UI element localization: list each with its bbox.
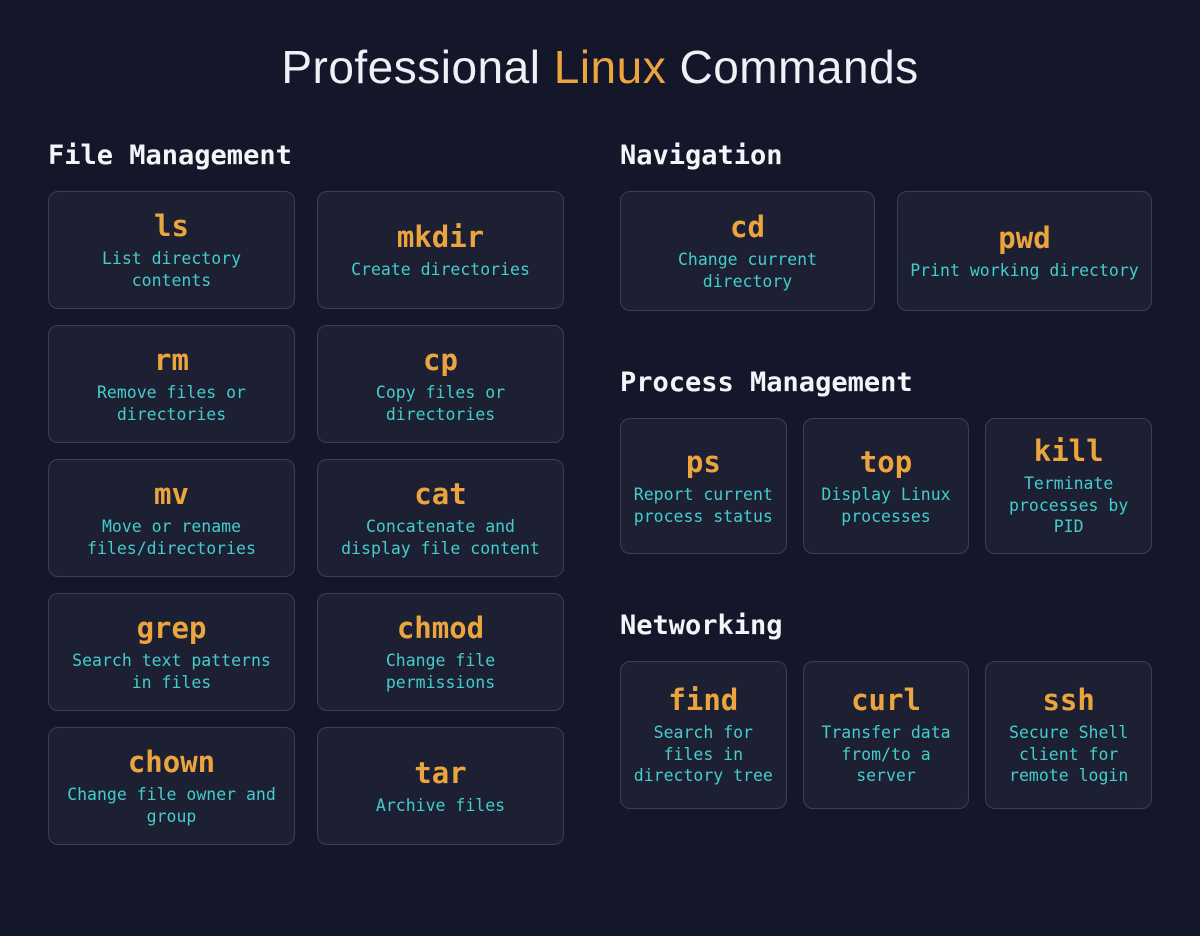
- command-name-chmod: chmod: [396, 610, 485, 645]
- command-name-ssh: ssh: [1042, 682, 1095, 717]
- section-header-process-management: Process Management: [620, 367, 913, 398]
- command-name-cp: cp: [423, 342, 458, 377]
- command-name-curl: curl: [851, 682, 921, 717]
- card-rm: rm Remove files or directories: [48, 325, 295, 443]
- card-curl: curl Transfer data from/to a server: [802, 661, 970, 809]
- card-kill: kill Terminate processes by PID: [985, 418, 1152, 554]
- command-desc-cat: Concatenate and display file content: [341, 516, 540, 558]
- command-name-pwd: pwd: [998, 220, 1051, 255]
- command-desc-pwd: Print working directory: [910, 260, 1139, 280]
- command-name-rm: rm: [154, 342, 189, 377]
- card-ls: ls List directory contents: [48, 191, 295, 309]
- command-name-cd: cd: [730, 209, 765, 244]
- command-desc-ls: List directory contents: [101, 248, 242, 290]
- command-name-grep: grep: [136, 610, 207, 645]
- card-grep: grep Search text patterns in files: [48, 593, 295, 711]
- section-header-navigation: Navigation: [620, 140, 783, 171]
- command-name-ls: ls: [154, 208, 189, 243]
- command-desc-kill: Terminate processes by PID: [1009, 473, 1129, 537]
- file-management-section: File Management ls List directory conten…: [48, 140, 564, 845]
- title-highlight: Linux: [553, 41, 667, 93]
- command-name-tar: tar: [414, 755, 467, 790]
- section-header-file-management: File Management: [48, 140, 292, 171]
- command-name-top: top: [859, 444, 913, 479]
- card-cp: cp Copy files or directories: [317, 325, 564, 443]
- title-pre: Professional: [281, 41, 541, 93]
- command-desc-cp: Copy files or directories: [375, 382, 506, 424]
- section-header-networking: Networking: [620, 610, 783, 641]
- command-desc-ps: Report current process status: [633, 484, 773, 526]
- card-mkdir: mkdir Create directories: [317, 191, 564, 309]
- command-desc-mv: Move or rename files/directories: [87, 516, 256, 558]
- command-name-mv: mv: [154, 476, 189, 511]
- navigation-grid: cd Change current directory pwd Print wo…: [620, 191, 1152, 311]
- process-management-grid: ps Report current process status top Dis…: [620, 418, 1152, 554]
- title-post: Commands: [679, 41, 919, 93]
- command-desc-ssh: Secure Shell client for remote login: [1009, 722, 1129, 786]
- card-chmod: chmod Change file permissions: [317, 593, 564, 711]
- command-desc-curl: Transfer data from/to a server: [821, 722, 951, 786]
- card-cat: cat Concatenate and display file content: [317, 459, 564, 577]
- command-desc-top: Display Linux processes: [821, 484, 951, 526]
- command-name-mkdir: mkdir: [396, 219, 485, 254]
- command-name-kill: kill: [1033, 433, 1104, 468]
- command-desc-find: Search for files in directory tree: [633, 722, 773, 786]
- process-management-section: Process Management ps Report current pro…: [620, 367, 1152, 554]
- right-column: Navigation cd Change current directory p…: [620, 140, 1152, 809]
- command-desc-tar: Archive files: [375, 795, 506, 815]
- content-columns: File Management ls List directory conten…: [0, 140, 1200, 845]
- command-name-chown: chown: [127, 744, 216, 779]
- navigation-section: Navigation cd Change current directory p…: [620, 140, 1152, 311]
- file-management-grid: ls List directory contents mkdir Create …: [48, 191, 564, 845]
- command-desc-grep: Search text patterns in files: [72, 650, 271, 692]
- page-title: Professional Linux Commands: [0, 40, 1200, 94]
- command-desc-cd: Change current directory: [677, 249, 818, 291]
- card-pwd: pwd Print working directory: [897, 191, 1152, 311]
- card-chown: chown Change file owner and group: [48, 727, 295, 845]
- networking-section: Networking find Search for files in dire…: [620, 610, 1152, 809]
- card-top: top Display Linux processes: [802, 418, 970, 554]
- card-find: find Search for files in directory tree: [620, 661, 787, 809]
- command-name-find: find: [668, 682, 739, 717]
- command-desc-chmod: Change file permissions: [385, 650, 496, 692]
- card-mv: mv Move or rename files/directories: [48, 459, 295, 577]
- card-cd: cd Change current directory: [620, 191, 875, 311]
- command-name-cat: cat: [414, 476, 467, 511]
- command-name-ps: ps: [685, 444, 721, 479]
- networking-grid: find Search for files in directory tree …: [620, 661, 1152, 809]
- command-desc-rm: Remove files or directories: [96, 382, 246, 424]
- card-tar: tar Archive files: [317, 727, 564, 845]
- command-desc-mkdir: Create directories: [351, 259, 530, 279]
- card-ssh: ssh Secure Shell client for remote login: [985, 661, 1152, 809]
- card-ps: ps Report current process status: [620, 418, 787, 554]
- command-desc-chown: Change file owner and group: [67, 784, 276, 826]
